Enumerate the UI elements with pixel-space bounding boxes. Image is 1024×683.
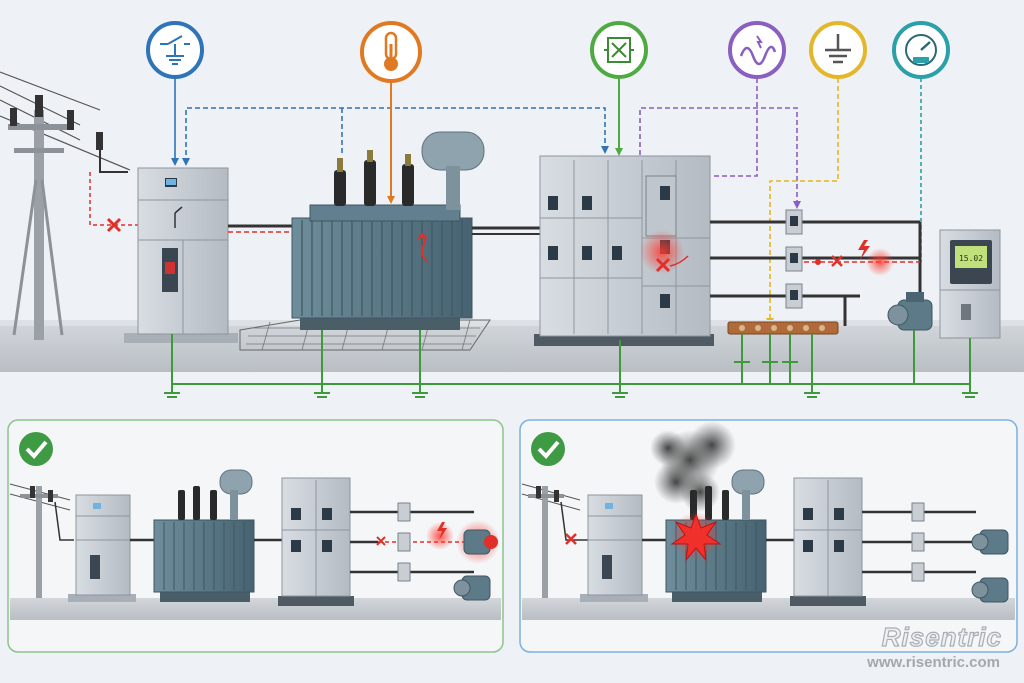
switchgear-cabinet — [124, 167, 238, 343]
explosion-icon — [670, 512, 722, 562]
electric-motor — [971, 577, 1009, 603]
relay-cross-icon — [590, 21, 648, 79]
lightning-bolt-icon — [437, 522, 447, 540]
grounding-network — [171, 330, 971, 392]
scenario-panel-left — [7, 419, 504, 653]
fault-cross-icon — [565, 533, 577, 545]
lightning-bolt-icon — [858, 240, 870, 260]
electric-motor — [453, 575, 491, 601]
power-transformer — [239, 131, 491, 351]
brand-name: Risentric — [882, 622, 1002, 652]
earth-ground-icon — [809, 21, 867, 79]
top-icon-row — [146, 21, 950, 83]
ground-busbar — [727, 321, 839, 335]
electric-motor — [971, 529, 1009, 555]
feeder-lines — [710, 220, 922, 326]
brand-url: www.risentric.com — [866, 654, 1000, 671]
check-circle-icon — [531, 432, 565, 466]
check-circle-icon — [19, 432, 53, 466]
fault-cross-icon — [655, 257, 671, 273]
main-substation-scene: 15.02 — [0, 71, 1024, 398]
thermometer-icon — [360, 21, 422, 83]
gauge-meter-icon — [892, 21, 950, 79]
scenario-panel-right — [519, 419, 1018, 653]
brand-watermark: Risentric www.risentric.com — [866, 621, 1002, 671]
utility-pole — [0, 71, 140, 340]
meter-panel: 15.02 — [939, 229, 1001, 339]
ground-symbols — [164, 361, 978, 398]
fault-cross-icon — [106, 217, 122, 233]
electric-motor — [456, 520, 500, 564]
meter-reading: 15.02 — [959, 254, 983, 263]
motor-control-center — [534, 155, 714, 346]
switch-ground-icon — [146, 21, 204, 79]
signal-lines — [171, 78, 922, 326]
fault-cross-icon — [831, 255, 843, 267]
electric-motor — [887, 292, 933, 331]
waveform-icon — [728, 21, 786, 79]
fault-cross-icon — [376, 536, 386, 546]
